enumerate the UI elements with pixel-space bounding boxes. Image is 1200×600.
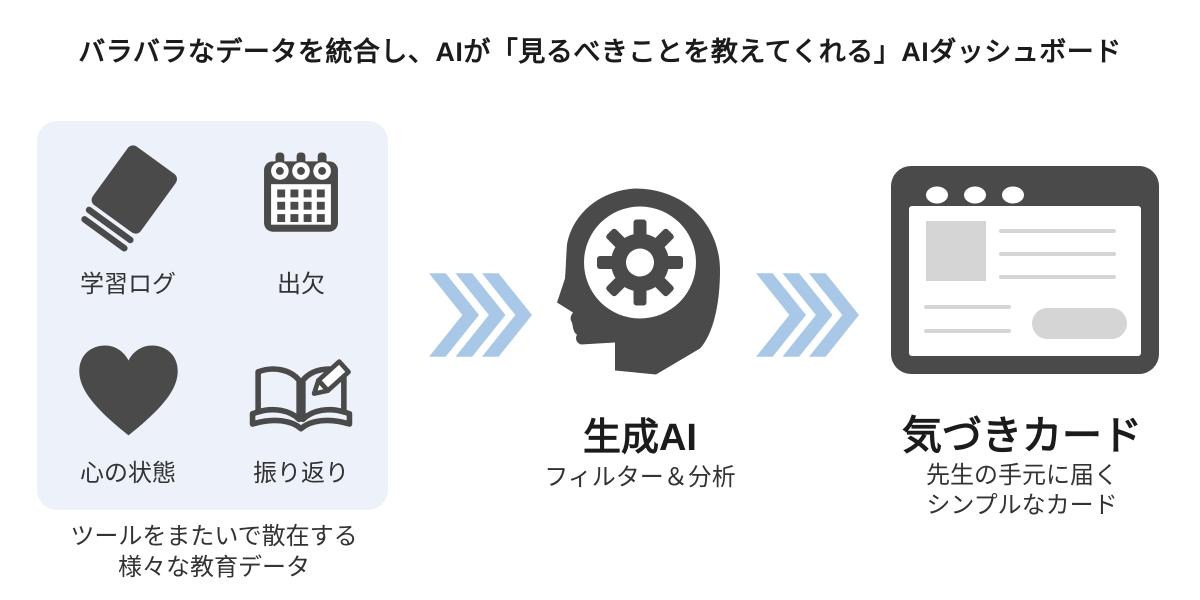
- source-label-learning-log: 学習ログ: [80, 271, 176, 298]
- output-caption-line2: シンプルなカード: [926, 492, 1118, 519]
- head-gear-icon: [557, 186, 721, 377]
- flow-arrow-right-icon: [756, 272, 859, 358]
- output-stage-caption: 先生の手元に届く シンプルなカード: [892, 461, 1152, 521]
- sources-caption: ツールをまたいで散在する 様々な教育データ: [54, 521, 374, 583]
- book-icon: [76, 145, 178, 252]
- flow-arrow-left-icon: [429, 272, 532, 358]
- calendar-icon: [257, 146, 345, 240]
- diagram-title: バラバラなデータを統合し、AIが「見るべきことを教えてくれる」AIダッシュボード: [78, 37, 1122, 67]
- output-caption-line1: 先生の手元に届く: [926, 462, 1118, 489]
- sources-caption-line2: 様々な教育データ: [118, 554, 310, 581]
- open-book-pencil-icon: [246, 356, 356, 438]
- dashboard-window-icon: [891, 166, 1159, 374]
- sources-caption-line1: ツールをまたいで散在する: [70, 523, 358, 550]
- heart-icon: [75, 343, 182, 440]
- output-stage-title: 気づきカード: [902, 414, 1142, 458]
- source-label-mental-state: 心の状態: [80, 460, 176, 487]
- ai-stage-subtitle: フィルター＆分析: [544, 464, 736, 491]
- source-label-reflection: 振り返り: [253, 460, 349, 487]
- ai-stage-title: 生成AI: [582, 417, 697, 459]
- source-label-attendance: 出欠: [277, 271, 325, 298]
